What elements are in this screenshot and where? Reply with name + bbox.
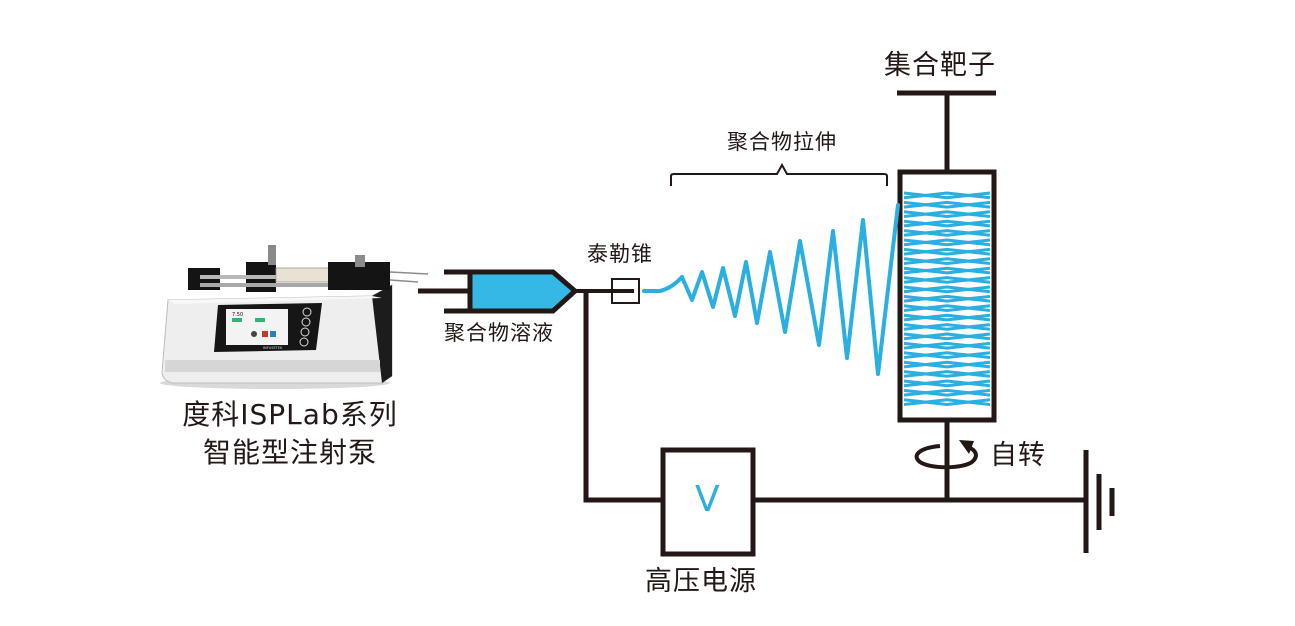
fiber-strand — [903, 323, 991, 331]
fiber-strand — [903, 398, 991, 407]
fiber-strand — [903, 247, 991, 256]
fiber-strand — [903, 191, 991, 200]
rotation-arrow-icon — [914, 440, 978, 470]
collector-drum — [897, 169, 997, 423]
fiber-strand — [903, 257, 991, 265]
fiber-strand — [903, 341, 991, 350]
fiber-strand — [903, 370, 991, 378]
fiber-strand — [903, 379, 991, 388]
fiber-strand — [903, 388, 991, 397]
fiber-strand — [903, 285, 991, 294]
fiber-strand — [903, 360, 991, 369]
polymer-solution-label: 聚合物溶液 — [444, 321, 554, 345]
polymer-solution-fill — [470, 274, 573, 309]
fiber-strand — [903, 210, 991, 218]
fiber-strand — [903, 294, 991, 303]
fiber-strand — [903, 304, 991, 313]
fiber-strand — [903, 379, 991, 388]
fiber-strand — [903, 238, 991, 247]
fiber-strand — [903, 200, 991, 209]
fiber-strand — [903, 200, 991, 209]
fiber-strand — [903, 191, 991, 200]
syringe-pump-image — [160, 245, 429, 389]
voltage-symbol: V — [695, 479, 720, 520]
pump-caption-line2: 智能型注射泵 — [202, 436, 377, 469]
fiber-strand — [903, 313, 991, 322]
stretching-label: 聚合物拉伸 — [727, 130, 837, 154]
fiber-strand — [903, 257, 991, 266]
circuit-wire-left — [583, 291, 663, 503]
fiber-strand — [903, 398, 991, 406]
pump-screen-value: 7.50 — [232, 312, 243, 318]
fiber-strand — [903, 229, 991, 237]
fiber-strand — [903, 360, 991, 369]
fiber-strand — [903, 388, 991, 397]
pump-caption: 度科ISPLab系列 智能型注射泵 — [150, 396, 430, 472]
taylor-cone-box — [611, 278, 640, 304]
collector-label: 集合靶子 — [884, 50, 996, 81]
stretch-brace — [670, 162, 888, 186]
fiber-strand — [903, 332, 991, 341]
syringe-schematic — [418, 269, 579, 314]
fiber-strand — [903, 247, 991, 256]
rotation-label: 自转 — [990, 440, 1046, 471]
collected-fiber-mesh — [903, 191, 991, 407]
fiber-strand — [903, 351, 991, 360]
power-supply-label: 高压电源 — [645, 566, 757, 597]
fiber-strand — [903, 276, 991, 284]
fiber-strand — [903, 229, 991, 237]
fiber-strand — [903, 285, 991, 294]
fiber-strand — [903, 351, 991, 359]
taylor-cone-label: 泰勒锥 — [587, 242, 653, 266]
fiber-strand — [903, 238, 991, 247]
fiber-strand — [903, 332, 991, 341]
polymer-jet — [642, 203, 900, 376]
fiber-strand — [903, 370, 991, 378]
fiber-strand — [903, 266, 991, 275]
pump-brand: INFUSETEK — [263, 346, 283, 350]
pump-caption-line1: 度科ISPLab系列 — [182, 398, 398, 431]
fiber-strand — [903, 219, 991, 228]
fiber-strand — [903, 276, 991, 284]
fiber-strand — [903, 294, 991, 303]
fiber-strand — [903, 341, 991, 350]
fiber-strand — [903, 210, 991, 219]
fiber-strand — [903, 313, 991, 322]
fiber-strand — [903, 266, 991, 275]
fiber-strand — [903, 304, 991, 312]
fiber-strand — [903, 219, 991, 228]
ground-icon — [1083, 450, 1115, 553]
power-supply-box — [660, 447, 756, 557]
fiber-strand — [903, 323, 991, 331]
